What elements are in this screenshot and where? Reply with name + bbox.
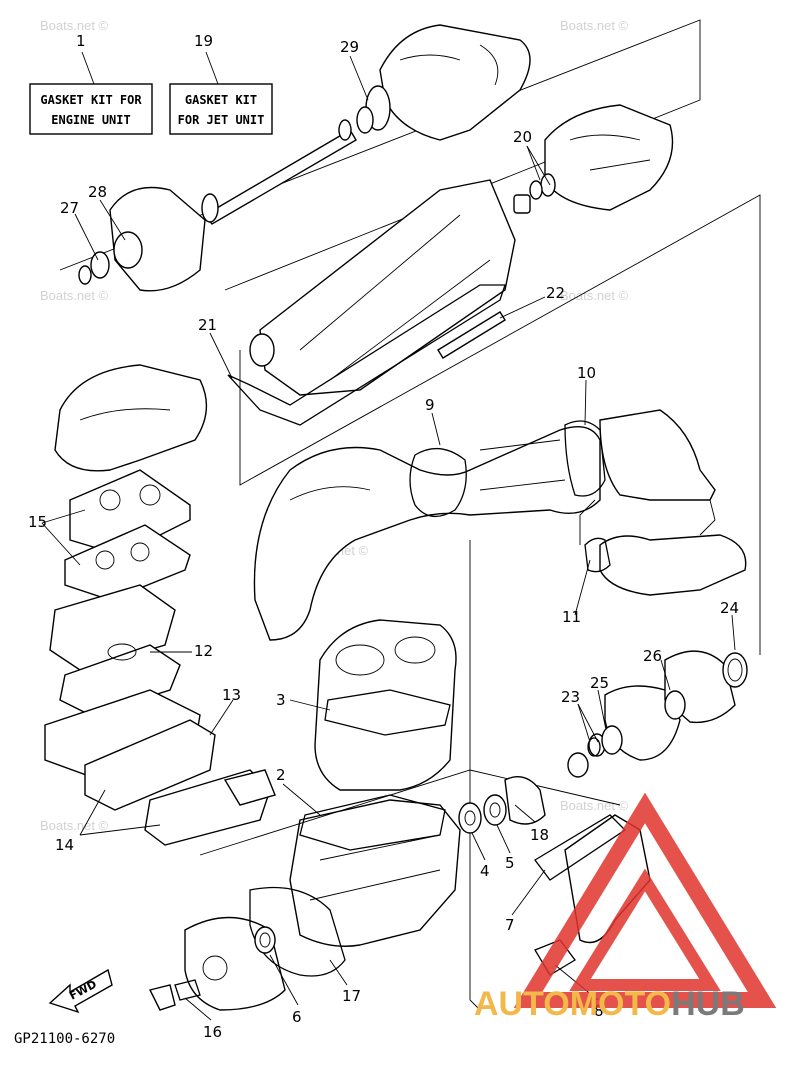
reed-valve-plate bbox=[84, 719, 216, 811]
fitting-part bbox=[148, 984, 176, 1011]
watermark-text: Boats.net © bbox=[40, 288, 109, 303]
stator-housing bbox=[513, 104, 674, 214]
part-label-27: 27 bbox=[60, 199, 79, 217]
oil-seal-4 bbox=[458, 802, 482, 834]
kit-box-line1: GASKET KIT FOR bbox=[40, 93, 142, 107]
pump-cover-26 bbox=[664, 650, 736, 724]
frame-lines-mid bbox=[579, 499, 716, 545]
cylinder-gasket-3 bbox=[324, 689, 451, 736]
small-gasket-16 bbox=[174, 979, 201, 1001]
part-label-4: 4 bbox=[480, 862, 490, 880]
cylinder-block bbox=[314, 619, 457, 791]
crankcase-frame bbox=[199, 540, 621, 1011]
part-label-25: 25 bbox=[590, 674, 609, 692]
logo-auto: AUTO bbox=[474, 985, 570, 1023]
part-labels: 29 20 28 27 22 21 9 10 15 11 24 12 26 13… bbox=[28, 38, 739, 1041]
part-label-19: 19 bbox=[194, 32, 213, 50]
gasket-kit-engine-box: 1 GASKET KIT FOR ENGINE UNIT bbox=[29, 32, 153, 135]
kit-box-line2: FOR JET UNIT bbox=[178, 113, 265, 127]
watermark-text: Boats.net © bbox=[40, 18, 109, 33]
part-label-21: 21 bbox=[198, 316, 217, 334]
part-label-24: 24 bbox=[720, 599, 739, 617]
part-label-28: 28 bbox=[88, 183, 107, 201]
part-label-11: 11 bbox=[562, 608, 581, 626]
part-label-3: 3 bbox=[276, 691, 286, 709]
part-label-14: 14 bbox=[55, 836, 74, 854]
leader-lines bbox=[41, 55, 736, 1021]
part-label-13: 13 bbox=[222, 686, 241, 704]
reed-valve-assy bbox=[144, 769, 276, 846]
bearing-housing bbox=[78, 186, 206, 292]
reed-valve-gasket bbox=[59, 643, 181, 716]
part-label-15: 15 bbox=[28, 513, 47, 531]
coupling-parts bbox=[567, 733, 606, 778]
head-gasket-plate bbox=[64, 524, 191, 601]
logo-hub: HUB bbox=[671, 985, 745, 1023]
part-label-2: 2 bbox=[276, 766, 286, 784]
watermark-text: Boats.net © bbox=[560, 18, 629, 33]
part-label-6: 6 bbox=[292, 1008, 302, 1026]
watermark-text: Boats.net © bbox=[560, 288, 629, 303]
watermark-text: Boats.net © bbox=[560, 798, 629, 813]
crankcase bbox=[289, 799, 461, 947]
bearing-18 bbox=[504, 776, 546, 825]
fwd-arrow-icon: FWD bbox=[48, 968, 113, 1014]
head-gasket-plate bbox=[69, 469, 191, 556]
oil-seal-5 bbox=[483, 794, 507, 826]
part-label-8: 8 bbox=[594, 1002, 604, 1020]
part-label-16: 16 bbox=[203, 1023, 222, 1041]
logo-moto: MOTO bbox=[570, 985, 671, 1023]
exhaust-gasket-9 bbox=[409, 448, 467, 517]
duct-gasket bbox=[227, 284, 506, 426]
kit-box-line2: ENGINE UNIT bbox=[51, 113, 130, 127]
part-label-26: 26 bbox=[643, 647, 662, 665]
gasket-kit-jet-box: 19 GASKET KIT FOR JET UNIT bbox=[169, 32, 273, 135]
part-label-12: 12 bbox=[194, 642, 213, 660]
water-lock bbox=[584, 534, 747, 596]
exhaust-pipe bbox=[253, 426, 601, 641]
seal-strip bbox=[437, 311, 506, 359]
part-label-5: 5 bbox=[505, 854, 515, 872]
part-label-17: 17 bbox=[342, 987, 361, 1005]
exhaust-elbow bbox=[599, 409, 716, 501]
part-label-9: 9 bbox=[425, 396, 435, 414]
diagram-code: GP21100-6270 bbox=[14, 1031, 115, 1047]
part-label-20: 20 bbox=[513, 128, 532, 146]
part-label-10: 10 bbox=[577, 364, 596, 382]
jet-pump-housing bbox=[356, 24, 531, 141]
part-label-29: 29 bbox=[340, 38, 359, 56]
automotohub-logo: AUTOMOTOHUB bbox=[474, 792, 777, 1023]
oil-seal-6 bbox=[254, 926, 276, 954]
o-ring-24 bbox=[722, 652, 748, 688]
intake-duct bbox=[249, 179, 516, 396]
logo-text: AUTOMOTOHUB bbox=[474, 985, 745, 1023]
part-label-23: 23 bbox=[561, 688, 580, 706]
part-label-1: 1 bbox=[76, 32, 86, 50]
part-label-22: 22 bbox=[546, 284, 565, 302]
part-label-7: 7 bbox=[505, 916, 515, 934]
watermark-text: Boats.net © bbox=[40, 818, 109, 833]
part-label-18: 18 bbox=[530, 826, 549, 844]
exhaust-manifold-left bbox=[54, 364, 208, 472]
drive-shaft bbox=[201, 119, 357, 225]
pump-housing-25 bbox=[601, 685, 681, 761]
kit-box-line1: GASKET KIT bbox=[185, 93, 257, 107]
o-ring-23 bbox=[587, 737, 601, 757]
